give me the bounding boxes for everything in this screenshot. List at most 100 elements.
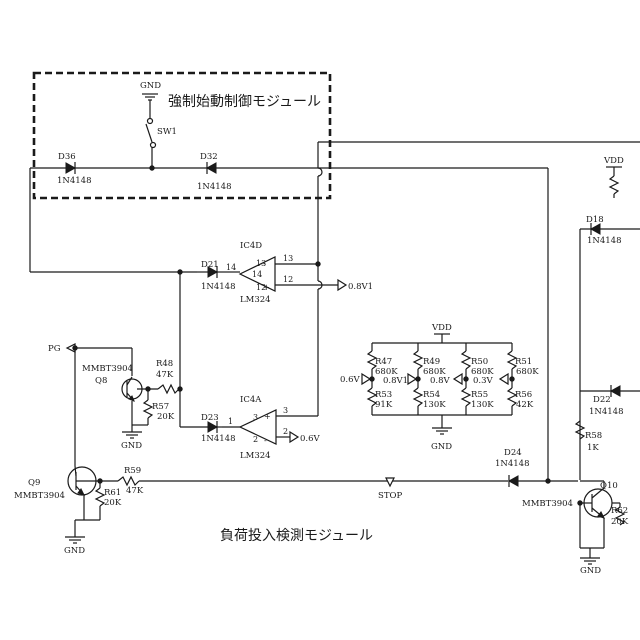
q8-ground-symbol — [122, 432, 142, 438]
ic4d-pin-neg: 13 — [256, 259, 266, 268]
divider-column-4 — [508, 343, 516, 415]
q9-ground-symbol — [65, 537, 85, 543]
transistor-q10 — [580, 488, 612, 518]
net-label-div-0-8v: 0.8V — [430, 376, 451, 386]
r50-ref: R50 — [471, 357, 488, 367]
ic4a-wire-pin-b: 2 — [283, 427, 288, 436]
r61-value: 20K — [104, 498, 122, 508]
d23-part: 1N4148 — [201, 434, 235, 444]
diode-d22 — [611, 385, 620, 397]
vdd-label-divider: VDD — [431, 323, 452, 333]
resistor-r61 — [96, 488, 104, 506]
switch-sw1 — [146, 119, 156, 169]
q8-ref: Q8 — [95, 376, 107, 386]
gnd-label-top: GND — [140, 81, 161, 91]
ic4d-wire-pin-b: 12 — [283, 275, 293, 284]
ic4d-part: LM324 — [240, 295, 271, 305]
gnd-label-q8: GND — [121, 441, 142, 451]
divider-ground-symbol — [432, 428, 452, 434]
r54-ref: R54 — [423, 390, 440, 400]
r61-ref: R61 — [104, 488, 121, 498]
ic4a-plus-sign: + — [264, 412, 271, 421]
resistor-right-top — [610, 176, 618, 194]
resistor-r57 — [144, 400, 152, 418]
d32-ref: D32 — [200, 152, 218, 162]
r57-value: 20K — [157, 412, 175, 422]
r62-ref: R62 — [611, 506, 628, 516]
r47-ref: R47 — [375, 357, 392, 367]
divider-column-3 — [462, 343, 470, 415]
net-label-0-8v1: 0.8V1 — [348, 282, 373, 292]
forced-start-module-label: 強制始動制御モジュール — [168, 94, 321, 110]
gnd-label-divider: GND — [431, 442, 452, 452]
r56-ref: R56 — [515, 390, 532, 400]
ic4d-pin-out: 14 — [252, 270, 262, 279]
vdd-label-right: VDD — [603, 156, 624, 166]
net-label-div-0-3v: 0.3V — [473, 376, 494, 386]
d24-part: 1N4148 — [495, 459, 529, 469]
d22-part: 1N4148 — [589, 407, 623, 417]
q9-ref: Q9 — [28, 478, 40, 488]
q10-ref: Q10 — [600, 481, 618, 491]
stop-label: STOP — [378, 491, 402, 501]
r55-ref: R55 — [471, 390, 488, 400]
r53-value: 91K — [375, 400, 393, 410]
net-label-div-0-6v: 0.6V — [340, 375, 361, 385]
r57-ref: R57 — [152, 402, 169, 412]
resistor-r59 — [118, 477, 139, 485]
gnd-label-q10: GND — [580, 566, 601, 576]
net-arrow-div-0-3v — [500, 374, 508, 384]
ic4a-pin-neg: 2 — [253, 435, 258, 444]
ic4a-minus-sign: - — [264, 436, 267, 445]
r62-value: 20K — [611, 517, 629, 527]
ic4a-wire-pin-c: 1 — [228, 417, 233, 426]
q8-part: MMBT3904 — [82, 364, 133, 374]
r59-ref: R59 — [124, 466, 141, 476]
wire-crossover-jump — [318, 168, 322, 176]
r49-ref: R49 — [423, 357, 440, 367]
net-label-div-0-8v1: 0.8V1 — [383, 376, 408, 386]
r58-ref: R58 — [585, 431, 602, 441]
d18-ref: D18 — [586, 215, 604, 225]
d36-part: 1N4148 — [57, 176, 91, 186]
junction-d24 — [546, 479, 550, 483]
r48-ref: R48 — [156, 359, 173, 369]
transistor-q9 — [68, 466, 100, 495]
resistor-r48 — [158, 385, 179, 393]
ic4d-wire-pin-a: 13 — [283, 254, 293, 263]
d23-ref: D23 — [201, 413, 219, 423]
net-label-0-6v: 0.6V — [300, 434, 321, 444]
d24-ref: D24 — [504, 448, 522, 458]
ic4d-pin-pos: 12 — [256, 283, 266, 292]
ic4a-pin-pos: 3 — [253, 413, 258, 422]
d18-part: 1N4148 — [587, 236, 621, 246]
r51-ref: R51 — [515, 357, 532, 367]
r58-value: 1K — [587, 443, 599, 453]
junction-sw1 — [150, 166, 154, 170]
ic4a-ref: IC4A — [240, 395, 262, 405]
ic4a-part: LM324 — [240, 451, 271, 461]
ic4d-ref: IC4D — [240, 241, 262, 251]
net-arrow-div-0-8v — [454, 374, 462, 384]
junction-r48 — [178, 387, 182, 391]
ic4a-wire-pin-a: 3 — [283, 406, 288, 415]
transistor-q8 — [122, 377, 158, 401]
d21-part: 1N4148 — [201, 282, 235, 292]
sw1-ground-symbol — [142, 94, 158, 118]
d36-ref: D36 — [58, 152, 76, 162]
net-arrow-0-8v1 — [338, 280, 346, 290]
d22-ref: D22 — [593, 395, 611, 405]
d21-ref: D21 — [201, 260, 219, 270]
pg-label: PG — [48, 344, 61, 354]
d32-part: 1N4148 — [197, 182, 231, 192]
ic4d-wire-pin-c: 14 — [226, 263, 236, 272]
q9-part: MMBT3904 — [14, 491, 65, 501]
r51-value: 680K — [516, 367, 539, 377]
r54-value: 130K — [423, 400, 446, 410]
net-arrow-div-0-6v — [362, 374, 370, 384]
q10-ground-symbol — [580, 558, 600, 564]
r48-value: 47K — [156, 370, 174, 380]
diode-d36 — [66, 162, 75, 174]
